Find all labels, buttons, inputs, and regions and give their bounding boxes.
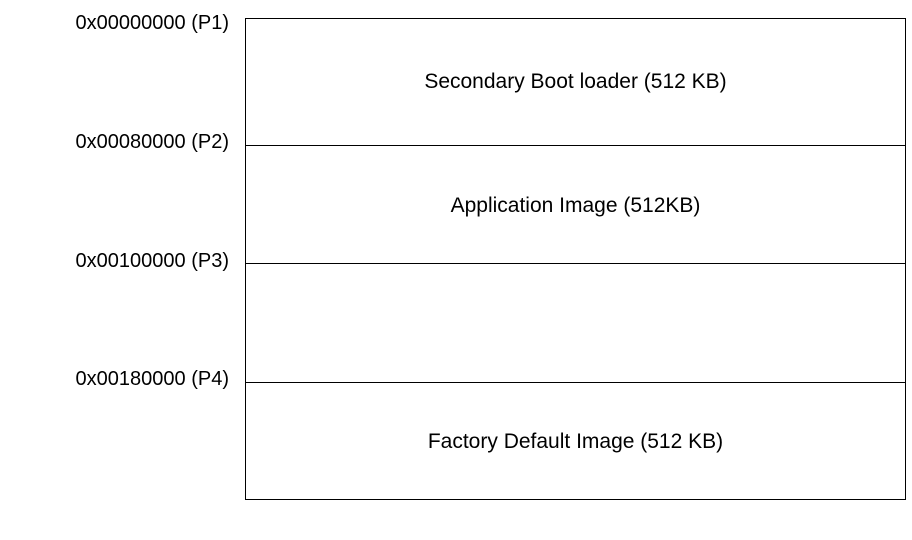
address-label-p2: 0x00080000 (P2) [75,131,229,153]
memory-map-box: Secondary Boot loader (512 KB) Applicati… [245,18,906,500]
region-application-image: Application Image (512KB) [450,194,701,217]
partition-divider-p3 [246,263,905,264]
address-label-p1: 0x00000000 (P1) [75,12,229,34]
region-secondary-boot-loader: Secondary Boot loader (512 KB) [424,70,727,93]
partition-divider-p2 [246,145,905,146]
partition-divider-p4 [246,382,905,383]
region-factory-default-image: Factory Default Image (512 KB) [427,430,724,453]
address-label-p3: 0x00100000 (P3) [75,250,229,272]
address-label-p4: 0x00180000 (P4) [75,368,229,390]
